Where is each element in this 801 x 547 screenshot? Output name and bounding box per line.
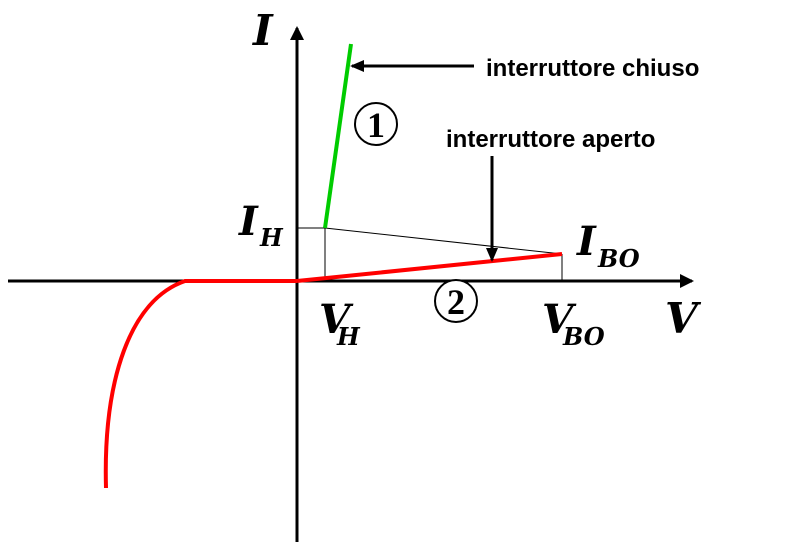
breakover-voltage-label: V BO <box>542 296 605 351</box>
closed-state-curve <box>323 43 353 229</box>
open-region-number: 2 <box>447 282 465 322</box>
closed-switch-label: interruttore chiuso <box>486 55 699 82</box>
breakover-current-main: I <box>576 218 597 265</box>
load-line <box>324 227 563 255</box>
holding-current-subscript: H <box>259 223 284 252</box>
breakover-voltage-main: V <box>542 296 577 343</box>
current-axis-label: I <box>252 6 274 55</box>
closed-region-number: 1 <box>367 105 385 145</box>
closed-region-marker: 1 <box>354 102 398 146</box>
holding-current-main: I <box>238 198 259 245</box>
holding-voltage-main: V <box>319 296 354 343</box>
holding-voltage-label: V H <box>319 296 361 351</box>
breakover-current-subscript: BO <box>597 244 640 273</box>
open-state-curve <box>296 252 563 283</box>
voltage-axis-label: V <box>665 294 702 343</box>
breakover-voltage-subscript: BO <box>562 322 605 351</box>
holding-current-label: I H <box>238 198 284 252</box>
open-switch-label: interruttore aperto <box>446 126 655 153</box>
reverse-curve <box>103 279 297 489</box>
breakover-current-label: I BO <box>576 218 640 273</box>
open-region-marker: 2 <box>434 279 478 323</box>
holding-voltage-subscript: H <box>336 322 361 351</box>
